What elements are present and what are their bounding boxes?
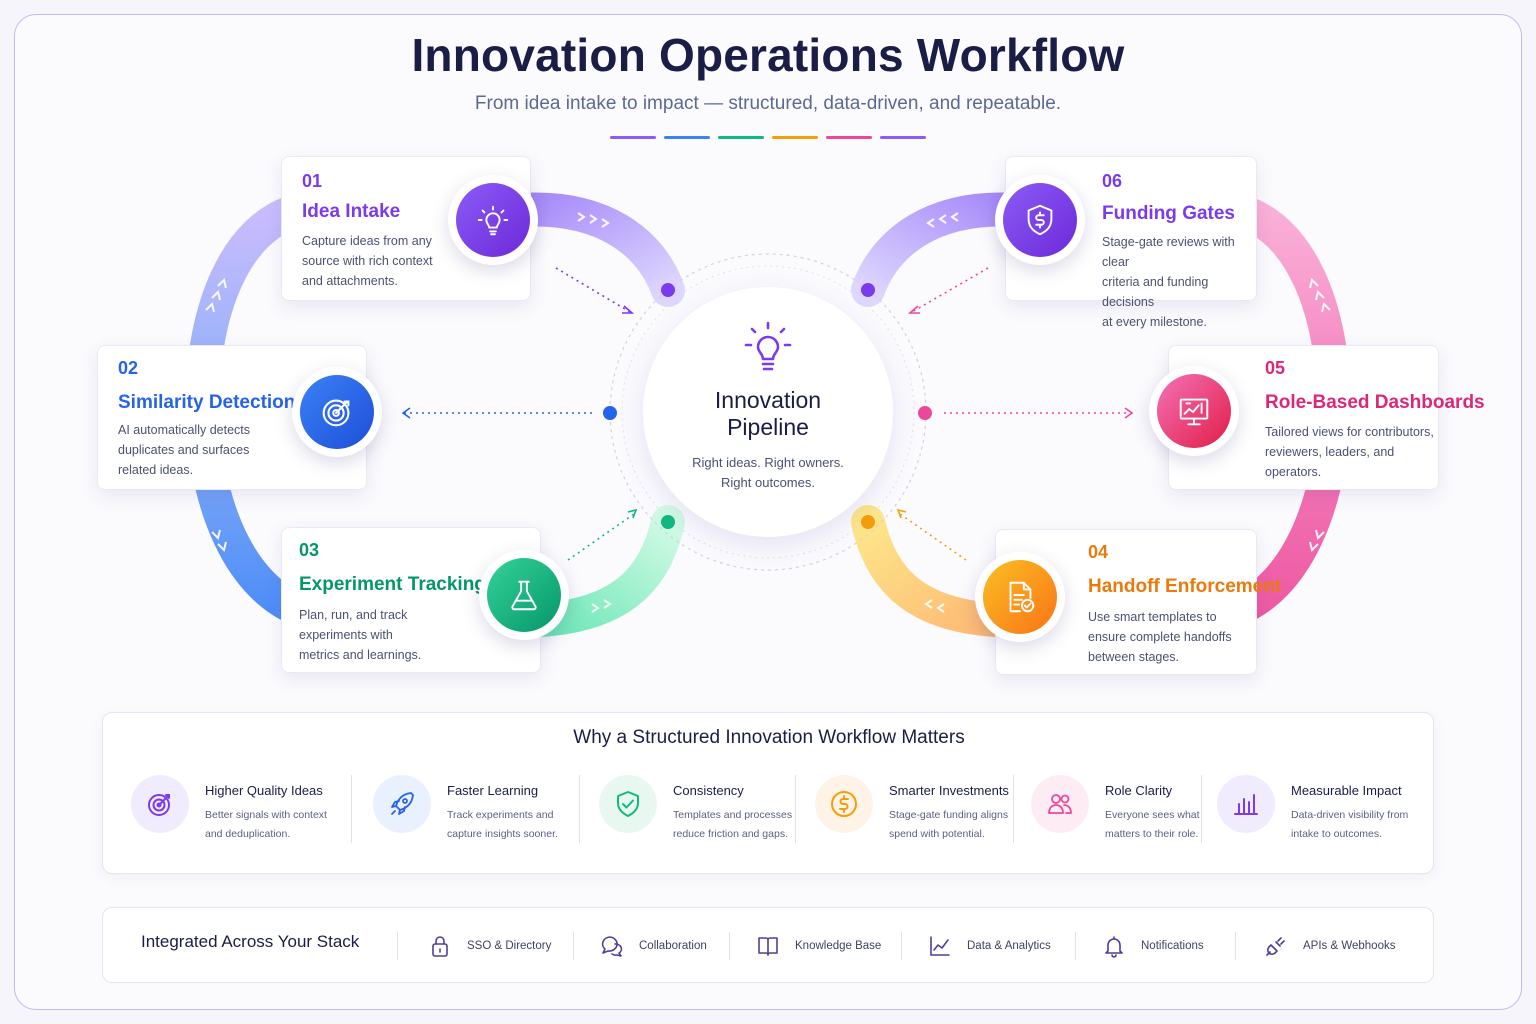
- dollar-icon: [815, 775, 873, 833]
- step-number: 03: [299, 540, 320, 560]
- line-chart-icon: [930, 936, 950, 956]
- lock-icon: [432, 936, 448, 957]
- why-item-smarter-investments: Smarter Investments Stage-gate funding a…: [815, 775, 1015, 845]
- step-title: Similarity Detection: [118, 392, 296, 413]
- step-title: Role-Based Dashboards: [1265, 392, 1485, 413]
- page-title: Innovation Operations Workflow: [411, 29, 1125, 81]
- integrations-bar: Integrated Across Your Stack SSO & Direc…: [102, 907, 1434, 983]
- step-number: 01: [302, 171, 323, 191]
- lightbulb-icon: [477, 205, 509, 236]
- step-description: Tailored views for contributors,reviewer…: [1265, 425, 1434, 479]
- step-title: Idea Intake: [302, 201, 401, 222]
- target-icon: [131, 775, 189, 833]
- book-icon: [758, 937, 778, 956]
- shield-dollar-icon: [1027, 204, 1053, 236]
- step-icon-role-based-dashboards: [1149, 366, 1239, 456]
- integration-notifications[interactable]: Notifications: [1101, 930, 1204, 962]
- plug-icon: [1266, 937, 1285, 956]
- step-title: Handoff Enforcement: [1088, 576, 1282, 597]
- bell-icon: [1105, 936, 1123, 958]
- chat-icon: [601, 936, 623, 957]
- why-title: Why a Structured Innovation Workflow Mat…: [573, 727, 965, 748]
- step-icon-funding-gates: [995, 175, 1085, 265]
- arc-experiment: [523, 505, 685, 637]
- integration-sso[interactable]: SSO & Directory: [427, 930, 551, 962]
- innovation-pipeline-hub: Innovation Pipeline Right ideas. Right o…: [643, 287, 893, 537]
- accent-bar-pink: [826, 136, 872, 139]
- step-card-role-based-dashboards[interactable]: 05 Role-Based Dashboards Tailored views …: [1168, 345, 1485, 490]
- why-panel: Why a Structured Innovation Workflow Mat…: [102, 712, 1434, 874]
- bar-chart-icon: [1217, 775, 1275, 833]
- step-icon-idea-intake: [448, 175, 538, 265]
- step-number: 06: [1102, 171, 1123, 191]
- accent-bar-orange: [772, 136, 818, 139]
- step-title: Funding Gates: [1102, 203, 1235, 224]
- why-item-measurable-impact: Measurable Impact Data-driven visibility…: [1217, 775, 1417, 845]
- arc-funding: [851, 192, 1033, 307]
- why-item-higher-quality-ideas: Higher Quality Ideas Better signals with…: [131, 775, 361, 845]
- integration-collaboration[interactable]: Collaboration: [599, 930, 707, 962]
- accent-bar-purple: [610, 136, 656, 139]
- integration-apis-webhooks[interactable]: APIs & Webhooks: [1263, 930, 1395, 962]
- arc-intake: [503, 192, 685, 307]
- integration-data-analytics[interactable]: Data & Analytics: [927, 930, 1051, 962]
- step-card-experiment-tracking[interactable]: 03 Experiment Tracking Plan, run, and tr…: [281, 527, 541, 673]
- hub-title: Innovation Pipeline: [714, 387, 822, 440]
- step-icon-experiment-tracking: [479, 550, 569, 640]
- accent-bar-violet: [880, 136, 926, 139]
- users-icon: [1031, 775, 1089, 833]
- step-icon-handoff-enforcement: [975, 552, 1065, 642]
- orbit-ring-inner: [621, 265, 915, 559]
- integration-knowledge-base[interactable]: Knowledge Base: [755, 930, 881, 962]
- step-title: Experiment Tracking: [299, 574, 486, 595]
- step-number: 05: [1265, 358, 1286, 378]
- rocket-icon: [373, 775, 431, 833]
- hub-subtitle: Right ideas. Right owners. Right outcome…: [692, 455, 844, 490]
- dashboard-icon: [1179, 398, 1209, 426]
- integrations-title: Integrated Across Your Stack: [141, 932, 360, 951]
- lightbulb-icon: [744, 321, 792, 371]
- accent-bar-blue: [664, 136, 710, 139]
- flask-icon: [511, 580, 537, 611]
- step-icon-similarity-detection: [292, 367, 382, 457]
- step-number: 04: [1088, 542, 1109, 562]
- document-check-icon: [1009, 581, 1035, 613]
- accent-bar-green: [718, 136, 764, 139]
- arc-handoff: [851, 505, 1013, 637]
- page-subtitle: From idea intake to impact — structured,…: [474, 93, 1062, 114]
- shield-check-icon: [599, 775, 657, 833]
- step-number: 02: [118, 358, 139, 378]
- target-icon: [322, 399, 350, 427]
